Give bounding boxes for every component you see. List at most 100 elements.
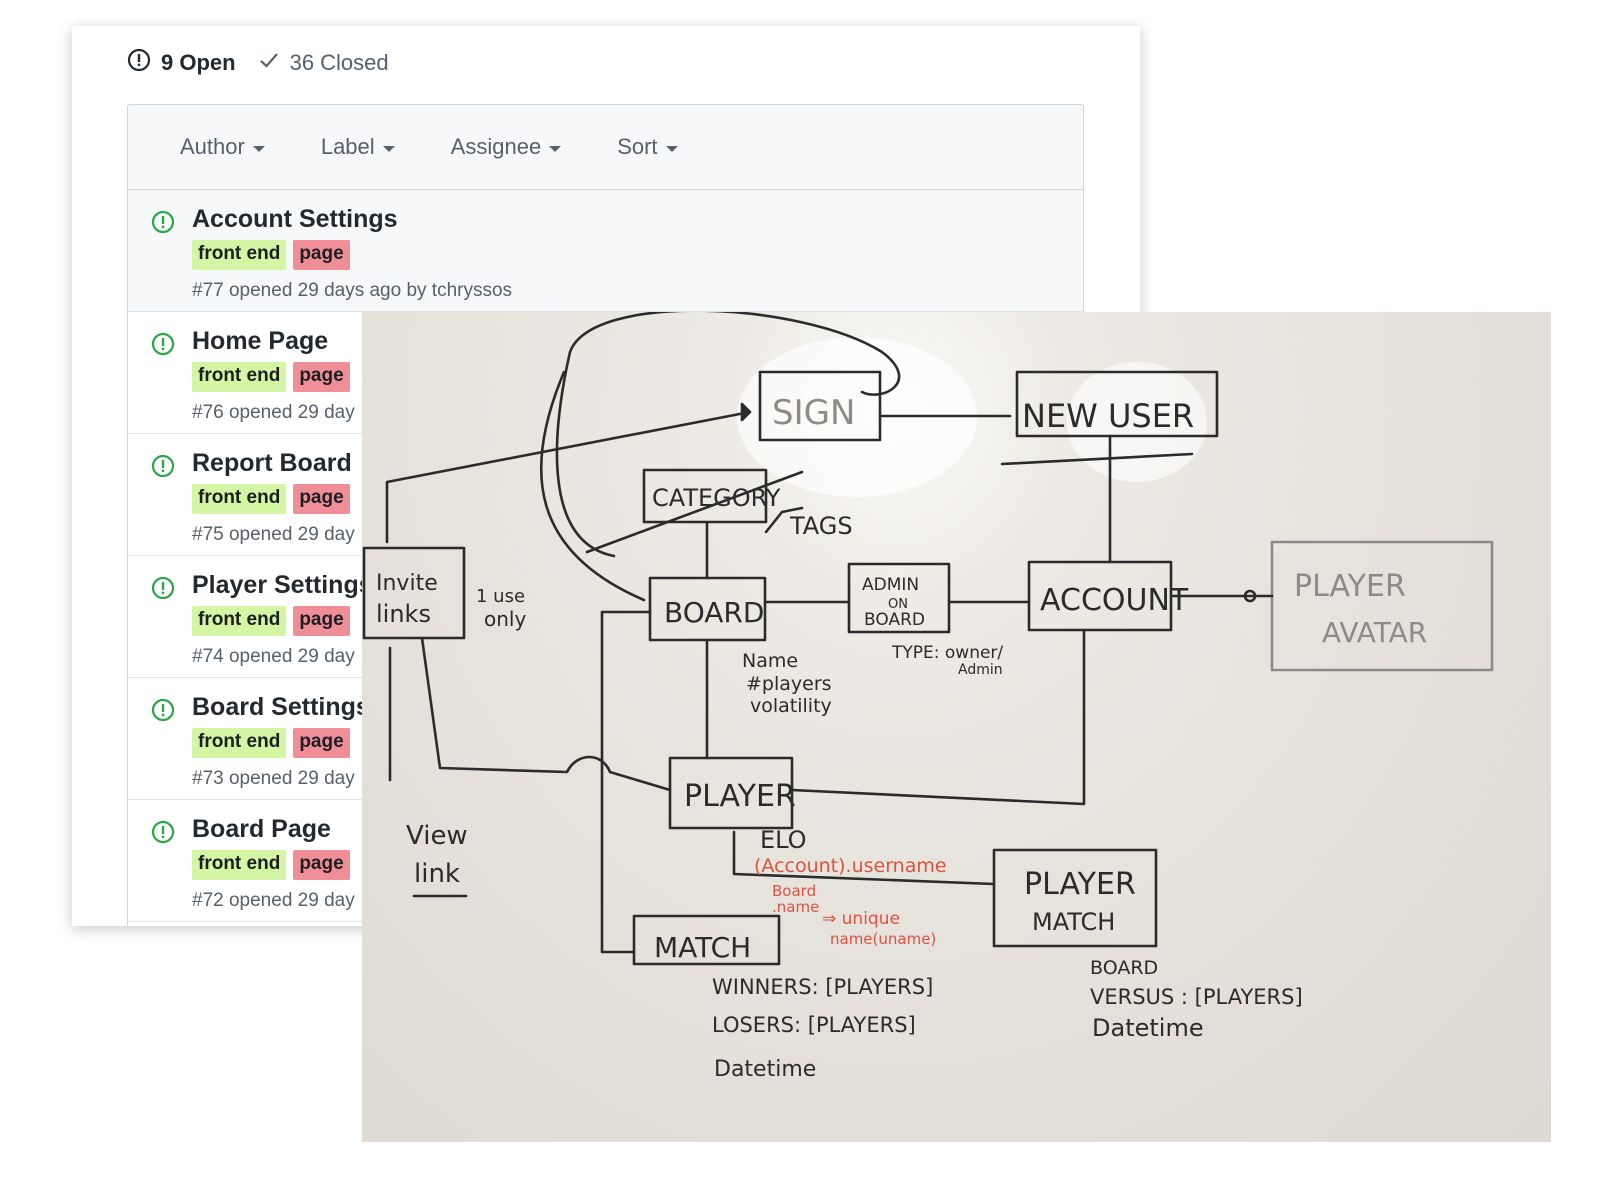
admin-label-1: ADMIN	[862, 575, 919, 595]
player-avatar-box	[1270, 540, 1494, 672]
issue-opened-icon	[151, 454, 175, 483]
player-to-player-match-connector	[732, 830, 996, 886]
invite-to-player-connector	[420, 636, 672, 792]
board-name-label-2: .name	[772, 898, 819, 916]
player-match-label-1: PLAYER	[1024, 867, 1136, 902]
whiteboard-photo: SIGN NEW USER CATEGORY TAGS Invite links…	[362, 312, 1551, 1142]
match-box	[632, 914, 781, 966]
open-count-label: 9 Open	[161, 50, 236, 75]
board-to-match-connector	[600, 610, 652, 954]
match-label: MATCH	[654, 931, 751, 964]
label-page[interactable]: page	[293, 362, 350, 392]
label-front-end[interactable]: front end	[192, 728, 287, 758]
player-avatar-label-2: AVATAR	[1322, 616, 1427, 649]
label-page[interactable]: page	[293, 606, 350, 636]
sign-box	[758, 370, 882, 442]
unique-label-1: ⇒ unique	[822, 909, 900, 929]
label-page[interactable]: page	[293, 484, 350, 514]
issue-labels: front end page	[192, 850, 350, 880]
closed-issues-tab[interactable]: 36 Closed	[258, 49, 389, 77]
invite-label-1: Invite	[376, 571, 438, 596]
top-loop-connector	[555, 312, 901, 558]
issue-title-link[interactable]: Board Settings	[192, 693, 370, 721]
issue-title-link[interactable]: Board Page	[192, 815, 331, 843]
admin-on-board-box	[847, 562, 951, 634]
issue-title-link[interactable]: Home Page	[192, 327, 329, 355]
issue-meta: #73 opened 29 day	[192, 768, 355, 789]
issue-state-toggle: 9 Open 36 Closed	[127, 48, 389, 78]
issue-meta: #72 opened 29 day	[192, 890, 355, 911]
issue-opened-icon	[151, 332, 175, 361]
glare	[1067, 362, 1207, 482]
filter-bar: Author Label Assignee Sort	[128, 105, 1083, 190]
issue-meta: #77 opened 29 days ago by tchryssos	[192, 280, 513, 301]
player-match-box	[992, 848, 1158, 948]
caret-down-icon	[252, 145, 265, 152]
label-page[interactable]: page	[293, 728, 350, 758]
board-field-volatility: volatility	[750, 695, 832, 717]
issue-opened-icon	[151, 576, 175, 605]
caret-down-icon	[382, 145, 395, 152]
glare	[737, 337, 977, 497]
issue-title-link[interactable]: Account Settings	[192, 205, 398, 233]
label-page[interactable]: page	[293, 240, 350, 270]
caret-down-icon	[665, 145, 678, 152]
pm-board-label: BOARD	[1090, 957, 1158, 979]
open-issues-tab[interactable]: 9 Open	[127, 48, 236, 78]
invite-to-sign-connector	[385, 410, 752, 544]
category-label: CATEGORY	[652, 484, 781, 512]
label-front-end[interactable]: front end	[192, 240, 287, 270]
pm-versus-label: VERSUS : [PLAYERS]	[1090, 985, 1303, 1009]
label-front-end[interactable]: front end	[192, 606, 287, 636]
issue-opened-icon	[127, 48, 151, 78]
issue-labels: front end page	[192, 240, 350, 270]
category-box	[642, 468, 768, 524]
issue-opened-icon	[151, 210, 175, 239]
issue-meta: #76 opened 29 day	[192, 402, 355, 423]
player-avatar-label-1: PLAYER	[1294, 569, 1406, 604]
new-user-underline	[1000, 452, 1194, 466]
issue-opened-icon	[151, 698, 175, 727]
account-label: ACCOUNT	[1040, 583, 1189, 618]
elo-label: ELO	[760, 826, 807, 854]
board-field-players: #players	[746, 673, 832, 695]
label-front-end[interactable]: front end	[192, 362, 287, 392]
category-strikethrough	[585, 470, 804, 554]
issue-title-link[interactable]: Report Board	[192, 449, 352, 477]
issue-labels: front end page	[192, 606, 350, 636]
issue-title-link[interactable]: Player Settings	[192, 571, 373, 599]
pm-datetime-label: Datetime	[1092, 1014, 1204, 1042]
new-user-box	[1015, 370, 1219, 438]
sort-dropdown[interactable]: Sort	[617, 134, 678, 160]
optional-marker	[1243, 589, 1257, 603]
board-name-label-1: Board	[772, 882, 816, 900]
winners-label: WINNERS: [PLAYERS]	[712, 975, 933, 999]
assignee-filter-dropdown[interactable]: Assignee	[451, 134, 562, 160]
issue-meta: #75 opened 29 day	[192, 524, 355, 545]
check-icon	[258, 49, 280, 77]
issue-opened-icon	[151, 820, 175, 849]
player-to-account-connector	[790, 628, 1086, 806]
use-only-label-1: 1 use	[476, 586, 525, 607]
player-match-label-2: MATCH	[1032, 908, 1115, 936]
unique-label-2: name(uname)	[830, 930, 936, 948]
losers-label: LOSERS: [PLAYERS]	[712, 1013, 916, 1037]
view-link-label-1: View	[406, 821, 468, 851]
invite-links-box	[362, 546, 466, 640]
issue-meta: #74 opened 29 day	[192, 646, 355, 667]
label-page[interactable]: page	[293, 850, 350, 880]
author-filter-dropdown[interactable]: Author	[180, 134, 265, 160]
match-datetime-label: Datetime	[714, 1057, 816, 1082]
issue-row[interactable]: Account Settings front end page #77 open…	[128, 190, 1083, 312]
admin-label-3: BOARD	[864, 610, 925, 630]
closed-count-label: 36 Closed	[289, 50, 389, 75]
use-only-label-2: only	[484, 607, 526, 631]
invite-label-2: links	[376, 600, 431, 628]
label-filter-dropdown[interactable]: Label	[321, 134, 395, 160]
sign-label: SIGN	[772, 393, 855, 433]
account-username-label: (Account).username	[754, 855, 947, 877]
label-front-end[interactable]: front end	[192, 850, 287, 880]
label-front-end[interactable]: front end	[192, 484, 287, 514]
arrow-head	[740, 402, 752, 422]
issue-labels: front end page	[192, 362, 350, 392]
